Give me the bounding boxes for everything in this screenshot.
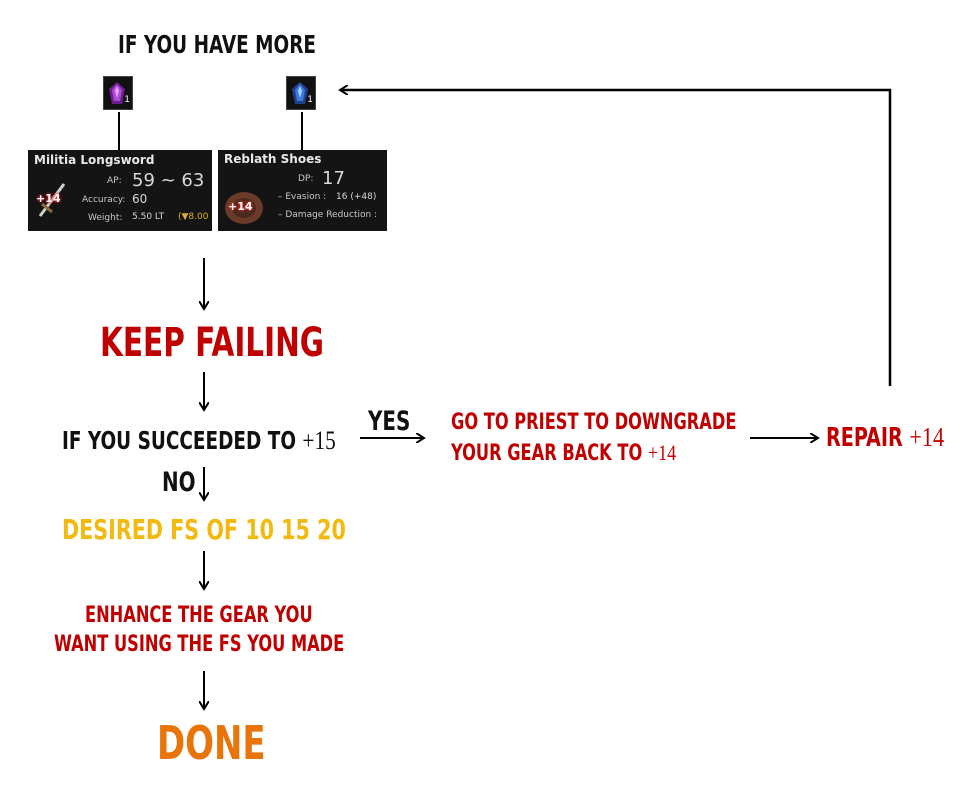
sword-item-count: 1 [124,95,130,105]
header-title: IF YOU HAVE MORE [118,30,317,59]
purple-crystal-icon [109,82,125,104]
sword-weight-delta: (▼8.00 [178,212,209,222]
sword-accuracy-value: 60 [132,192,148,206]
shoes-icon [225,192,263,224]
keep-failing-label: KEEP FAILING [100,320,324,366]
blue-crystal-icon [292,82,308,104]
desired-fs-label: DESIRED FS OF 10 15 20 [62,513,346,546]
sword-ap-value: 59 ~ 63 [132,170,205,191]
shoes-evasion-label: – Evasion : [278,192,327,202]
sword-ap-label: AP: [107,176,122,186]
shoes-evasion-value: 16 (+48) [336,192,377,202]
sword-accuracy-label: Accuracy: [82,195,126,205]
sword-plus-badge: +14 [36,192,61,205]
sword-weight-label: Weight: [88,213,123,223]
no-label: NO [162,467,196,498]
succeeded-question: IF YOU SUCCEEDED TO +15 [62,426,336,456]
enhance-line-1: ENHANCE THE GEAR YOU [85,603,313,628]
priest-line-1: GO TO PRIEST TO DOWNGRADE [451,410,737,435]
shoes-icon-slot: 1 [286,76,316,110]
priest-line-2: YOUR GEAR BACK TO +14 [451,440,676,466]
done-label: DONE [157,716,266,770]
yes-label: YES [368,406,411,437]
repair-value: +14 [909,422,945,452]
shoes-name: Reblath Shoes [224,152,322,166]
arrow-loop-back [340,90,892,386]
sword-tooltip: Militia Longsword +14 AP: 59 ~ 63 Accura… [28,150,212,231]
shoes-plus-badge: +14 [228,200,253,213]
succeeded-prefix: IF YOU SUCCEEDED TO [62,426,297,455]
enhance-line-2: WANT USING THE FS YOU MADE [54,632,345,657]
shoes-dp-value: 17 [322,168,345,189]
shoes-item-count: 1 [307,95,313,105]
priest-line-2-prefix: YOUR GEAR BACK TO [451,441,643,466]
shoes-tooltip: Reblath Shoes +14 DP: 17 – Evasion : 16 … [218,150,387,231]
sword-weight-value: 5.50 LT [132,212,165,222]
succeeded-value: +15 [302,426,336,455]
repair-label: REPAIR [826,423,903,453]
sword-name: Militia Longsword [34,153,155,167]
shoes-dp-label: DP: [298,174,314,184]
shoes-damage-reduction-label: – Damage Reduction : [278,210,378,220]
sword-icon-slot: 1 [103,76,133,110]
sword-icon [38,183,66,217]
repair-step: REPAIR +14 [826,422,944,453]
priest-line-2-value: +14 [647,440,677,465]
